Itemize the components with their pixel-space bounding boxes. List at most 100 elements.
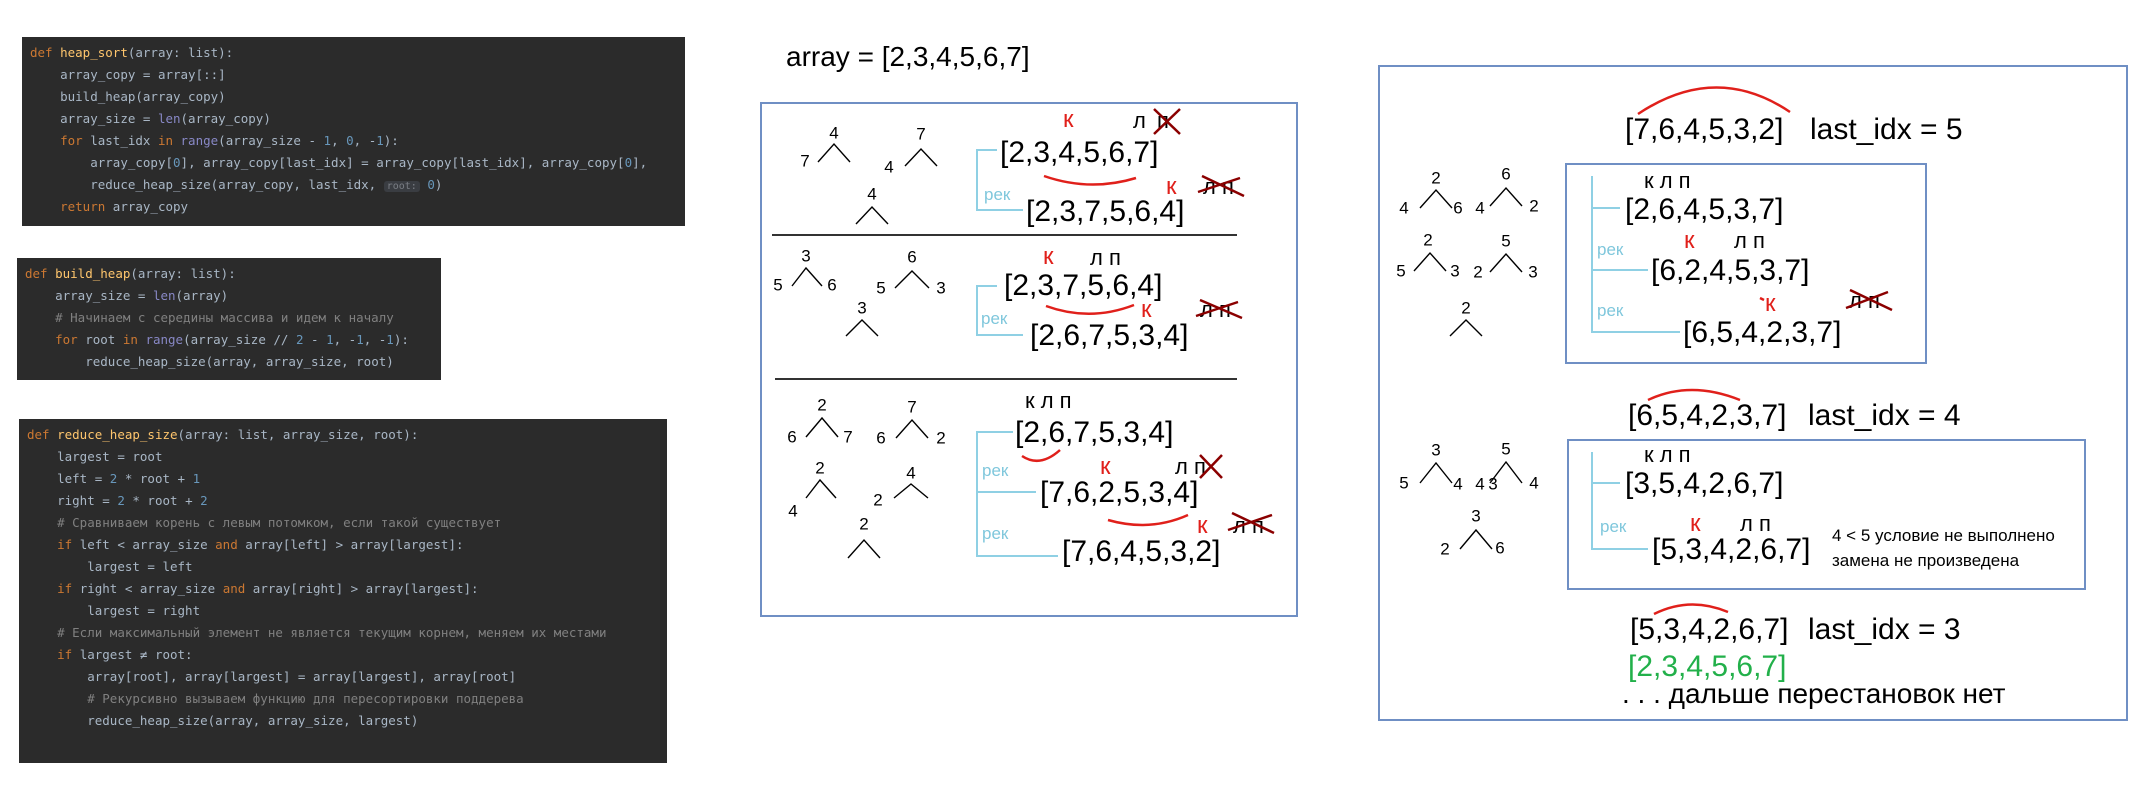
code-line: # Если максимальный элемент не является … xyxy=(27,622,667,644)
lp-marker: л п xyxy=(1090,245,1121,270)
code-keyword: def xyxy=(30,45,61,60)
code-keyword: and xyxy=(215,537,246,552)
code-number: 1 xyxy=(326,332,334,347)
code-text: , - xyxy=(353,133,377,148)
code-text: left = xyxy=(57,471,110,486)
array-state: [7,6,4,5,3,2] xyxy=(1625,113,1784,146)
code-builtin: len xyxy=(152,288,176,303)
swap-arc xyxy=(1107,513,1189,527)
tree-node: 2 xyxy=(817,395,827,415)
tree-node: 7 xyxy=(843,427,853,447)
code-comment: # Сравниваем корень с левым потомком, ес… xyxy=(57,515,502,530)
tree-node: 6 xyxy=(907,247,917,267)
tree-node: 4 xyxy=(1399,198,1409,218)
tree-node: 4 xyxy=(829,123,839,143)
recursion-brackets xyxy=(976,149,1680,557)
code-number: 2 xyxy=(109,471,118,486)
code-line: right = 2 * root + 2 xyxy=(27,490,667,512)
k-marker: к xyxy=(1043,243,1054,270)
code-number: 2 xyxy=(295,332,304,347)
tree-node: 4 xyxy=(1475,198,1485,218)
k-marker: к xyxy=(1690,510,1701,537)
code-keyword: if xyxy=(57,647,80,662)
tree-node: 3 xyxy=(1488,474,1498,494)
tree-node: 5 xyxy=(1396,261,1406,281)
tree-node: 4 xyxy=(788,501,798,521)
tree-edge xyxy=(1489,460,1523,484)
code-text: root xyxy=(85,332,123,347)
condition-note: замена не произведена xyxy=(1832,551,2020,570)
code-keyword: def xyxy=(25,266,56,281)
recursion-label: рек xyxy=(984,185,1011,204)
tree-edge xyxy=(847,538,881,559)
code-text: ], xyxy=(632,155,648,170)
recursion-label: рек xyxy=(1597,240,1624,259)
recursion-label: рек xyxy=(1600,517,1627,536)
recursion-bracket xyxy=(1591,452,1648,550)
tree-node: 3 xyxy=(1431,440,1441,460)
code-text: last_idx xyxy=(90,133,158,148)
code-text: * root + xyxy=(124,493,201,508)
code-text: (array) xyxy=(175,288,229,303)
tree-node: 3 xyxy=(857,298,867,318)
code-builtin: range xyxy=(180,133,219,148)
tree-node: 2 xyxy=(936,428,946,448)
array-state: [2,3,4,5,6,7] xyxy=(1000,136,1159,169)
code-line: array_copy[0], array_copy[last_idx] = ar… xyxy=(30,152,685,174)
tree-node: 5 xyxy=(773,275,783,295)
code-line: # Начинаем с середины массива и идем к н… xyxy=(25,307,441,329)
tree-edge xyxy=(845,319,879,337)
code-comment: # Рекурсивно вызываем функцию для пересо… xyxy=(87,691,524,706)
cross-out xyxy=(1195,298,1243,320)
array-state: [3,5,4,2,6,7] xyxy=(1625,467,1784,500)
code-line: largest = right xyxy=(27,600,667,622)
tree-node: 5 xyxy=(1501,231,1511,251)
code-text: (array: list): xyxy=(127,45,234,60)
code-text: right < array_size xyxy=(79,581,223,596)
tree-edge xyxy=(1419,188,1453,209)
code-number: 1 xyxy=(323,133,332,148)
code-text: array[right] > array[largest]: xyxy=(252,581,479,596)
tree-node: 2 xyxy=(1473,262,1483,282)
array-state: [2,3,7,5,6,4] xyxy=(1004,269,1163,302)
code-keyword: if xyxy=(57,537,80,552)
code-line: for last_idx in range(array_size - 1, 0,… xyxy=(30,130,685,152)
code-keyword: for xyxy=(55,332,86,347)
code-text: largest = right xyxy=(87,603,201,618)
tree-node: 3 xyxy=(1450,261,1460,281)
array-state: [2,6,7,5,3,4] xyxy=(1030,319,1189,352)
code-number: 1 xyxy=(386,332,394,347)
code-text: array_size = xyxy=(60,111,158,126)
code-keyword: if xyxy=(57,581,80,596)
code-line: # Сравниваем корень с левым потомком, ес… xyxy=(27,512,667,534)
code-line: def heap_sort(array: list): xyxy=(30,42,685,64)
swap-arc xyxy=(1637,86,1791,116)
recursion-bracket xyxy=(976,431,1058,557)
last-idx-label: last_idx = 3 xyxy=(1808,613,1961,646)
tree-node: 6 xyxy=(1495,538,1505,558)
code-function-name: reduce_heap_size xyxy=(57,427,178,442)
array-state: [2,6,7,5,3,4] xyxy=(1015,416,1174,449)
array-state: [2,6,4,5,3,7] xyxy=(1625,193,1784,226)
tree-node: 6 xyxy=(876,428,886,448)
array-state: [5,3,4,2,6,7] xyxy=(1652,533,1811,566)
code-line: largest = left xyxy=(27,556,667,578)
tree-node: 6 xyxy=(1501,164,1511,184)
code-number: 1 xyxy=(356,332,364,347)
tree-edge xyxy=(1419,461,1453,484)
cross-out xyxy=(1227,511,1275,535)
k-marker: к xyxy=(1765,290,1776,317)
array-state: [2,3,7,5,6,4] xyxy=(1026,195,1185,228)
code-function-name: build_heap xyxy=(55,266,131,281)
code-text: largest = root xyxy=(57,449,163,464)
tree-edge xyxy=(1489,186,1523,207)
code-builtin: range xyxy=(145,332,184,347)
tree-node: 7 xyxy=(907,397,917,417)
recursion-bracket xyxy=(976,285,1023,336)
swap-arc xyxy=(1759,296,1765,302)
code-panel-build-heap: def build_heap(array: list): array_size … xyxy=(17,258,441,380)
code-text: , - xyxy=(363,332,387,347)
tree-node: 2 xyxy=(1431,168,1441,188)
code-text: , - xyxy=(333,332,357,347)
tree-edge xyxy=(805,416,839,438)
